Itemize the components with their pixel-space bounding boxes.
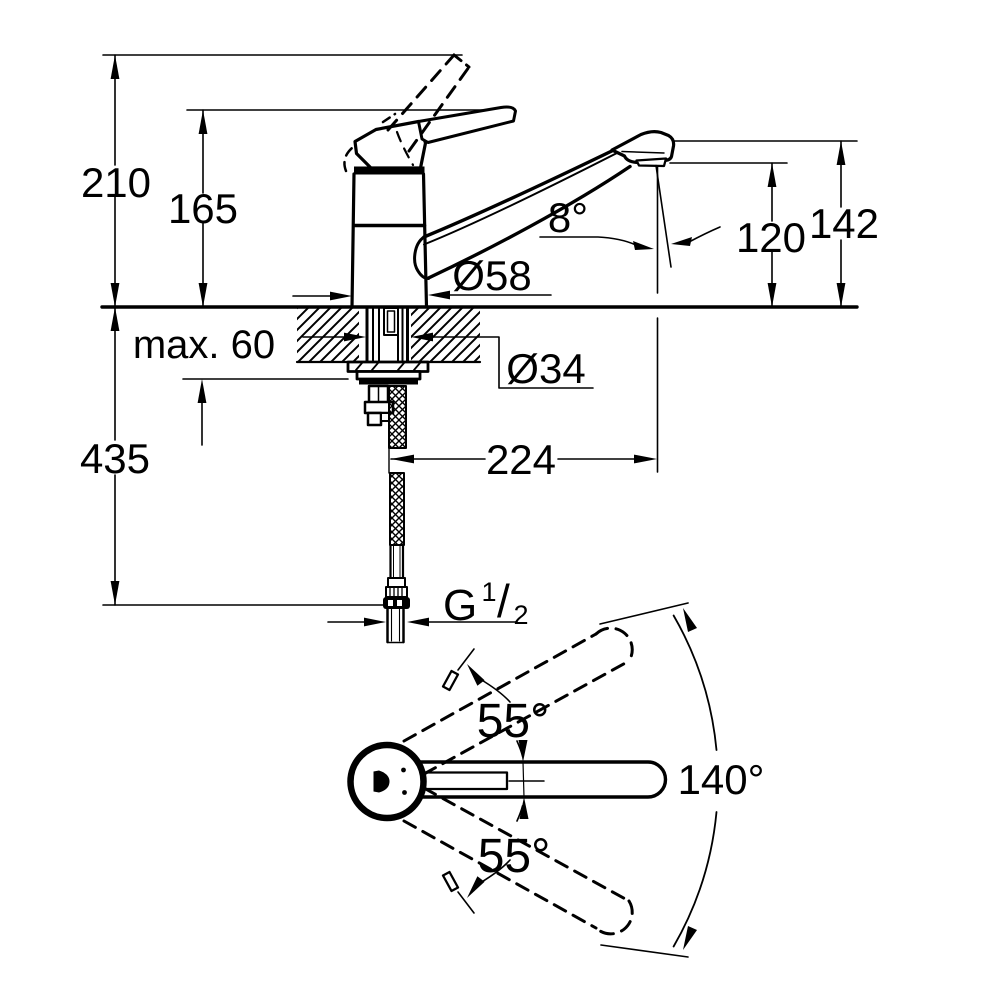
threaded-shank [365, 306, 409, 364]
spout [413, 130, 676, 280]
stadium-cross-line [522, 761, 525, 798]
mounting-hardware [346, 306, 430, 644]
spout-nose [610, 130, 676, 165]
dimension-lines [114, 54, 842, 623]
arrowheads [110, 55, 846, 627]
body-right-edge [421, 172, 429, 309]
spout-top-view-outline [418, 760, 668, 799]
dimension-labels: 210 165 435 max. 60 Ø58 Ø34 8° 120 142 2… [80, 159, 879, 630]
faucet-body [350, 166, 429, 309]
mounting-flange [346, 360, 430, 385]
upper-tick-extension [457, 648, 475, 671]
body-top-collar [354, 166, 425, 175]
swivel-upper-edge-1 [402, 632, 598, 743]
handle-lever [417, 105, 517, 144]
swivel-positions-dashed [402, 626, 634, 936]
spout-top-outline [422, 146, 620, 239]
dim-label-210: 210 [81, 159, 151, 206]
swivel-arc-lower [672, 811, 718, 948]
dim-label-8deg: 8° [548, 194, 588, 241]
marker-dot-top [401, 767, 406, 773]
connection-pipe-stub [386, 607, 405, 644]
swivel-arc-upper [672, 614, 718, 751]
angle-140-arrowheads [683, 608, 697, 950]
angle-55-dimensions [441, 648, 545, 914]
flexible-hose [383, 385, 410, 644]
angle-label-55-upper: 55° [477, 695, 550, 748]
handle-pivot-arc-dashed [343, 146, 354, 173]
raised-lever-upper-edge [386, 53, 456, 132]
dim-label-d34: Ø34 [506, 345, 585, 392]
g12-letter: G [443, 581, 477, 630]
dim-label-d58: Ø58 [452, 252, 531, 299]
swivel-lower-edge-1 [422, 786, 631, 903]
top-view: 55° 55° 140° [347, 602, 765, 958]
handle-top-view-inner [421, 771, 509, 791]
spout-nose-inner-line [621, 150, 665, 154]
handle-small-dash [381, 112, 397, 124]
dim-label-142: 142 [809, 200, 879, 247]
extension-lines [102, 54, 858, 606]
dim-label-435: 435 [80, 435, 150, 482]
raised-lever-lower-edge [407, 65, 471, 153]
angle-140-dimension [599, 602, 718, 958]
angle-label-140: 140° [678, 756, 765, 803]
arc-extension-lower [600, 944, 689, 958]
swivel-lower-cap [594, 899, 634, 936]
dim-label-max60: max. 60 [133, 323, 275, 367]
dim-leader-8deg-left [539, 236, 637, 246]
hose-connection-nut [383, 597, 410, 609]
angle-55-arrowheads [467, 664, 529, 898]
aerator [635, 157, 668, 168]
swivel-upper-edge-2 [422, 659, 631, 776]
spout-root [413, 235, 430, 280]
handle-raised-dashed [343, 53, 471, 173]
swivel-lower-edge-2 [402, 819, 598, 930]
swivel-upper-cap [594, 626, 634, 663]
g12-sub: 2 [513, 600, 528, 630]
dim-label-165: 165 [168, 185, 238, 232]
dim-label-120: 120 [736, 214, 806, 261]
dim-leader-8deg-right [688, 226, 721, 243]
hose-braid-upper [388, 385, 407, 449]
dim-label-224: 224 [486, 436, 556, 483]
spout-angle-tilted-line [655, 164, 672, 268]
spout-bottom-outline [426, 164, 632, 280]
cartridge-marker [373, 770, 390, 793]
flange-hatch-ticks [355, 362, 421, 371]
lower-tick-extension [457, 891, 475, 914]
spout-top-inner-line [423, 152, 617, 246]
hose-braid-lower [389, 472, 405, 546]
hose-end-fitting [387, 577, 406, 588]
check-valve [363, 384, 395, 427]
front-view: 210 165 435 max. 60 Ø58 Ø34 8° 120 142 2… [80, 53, 879, 644]
handle-hidden-edge [395, 130, 415, 167]
hose-end-ridges [385, 586, 408, 598]
dim-leader-d34-right [432, 336, 594, 389]
marker-dot-bottom [402, 790, 407, 795]
angle-label-55-lower: 55° [478, 830, 551, 883]
swivel-lower-tick [441, 870, 460, 893]
arc-extension-upper [599, 602, 689, 625]
mounting-nut [359, 379, 418, 385]
raised-lever-tip-cap [452, 53, 471, 69]
g12-sup: 1 [481, 577, 496, 607]
dim-label-g12: G 1 / 2 [443, 575, 529, 630]
body-left-edge [350, 172, 356, 309]
swivel-upper-tick [441, 669, 460, 692]
g12-slash: / [497, 575, 510, 627]
